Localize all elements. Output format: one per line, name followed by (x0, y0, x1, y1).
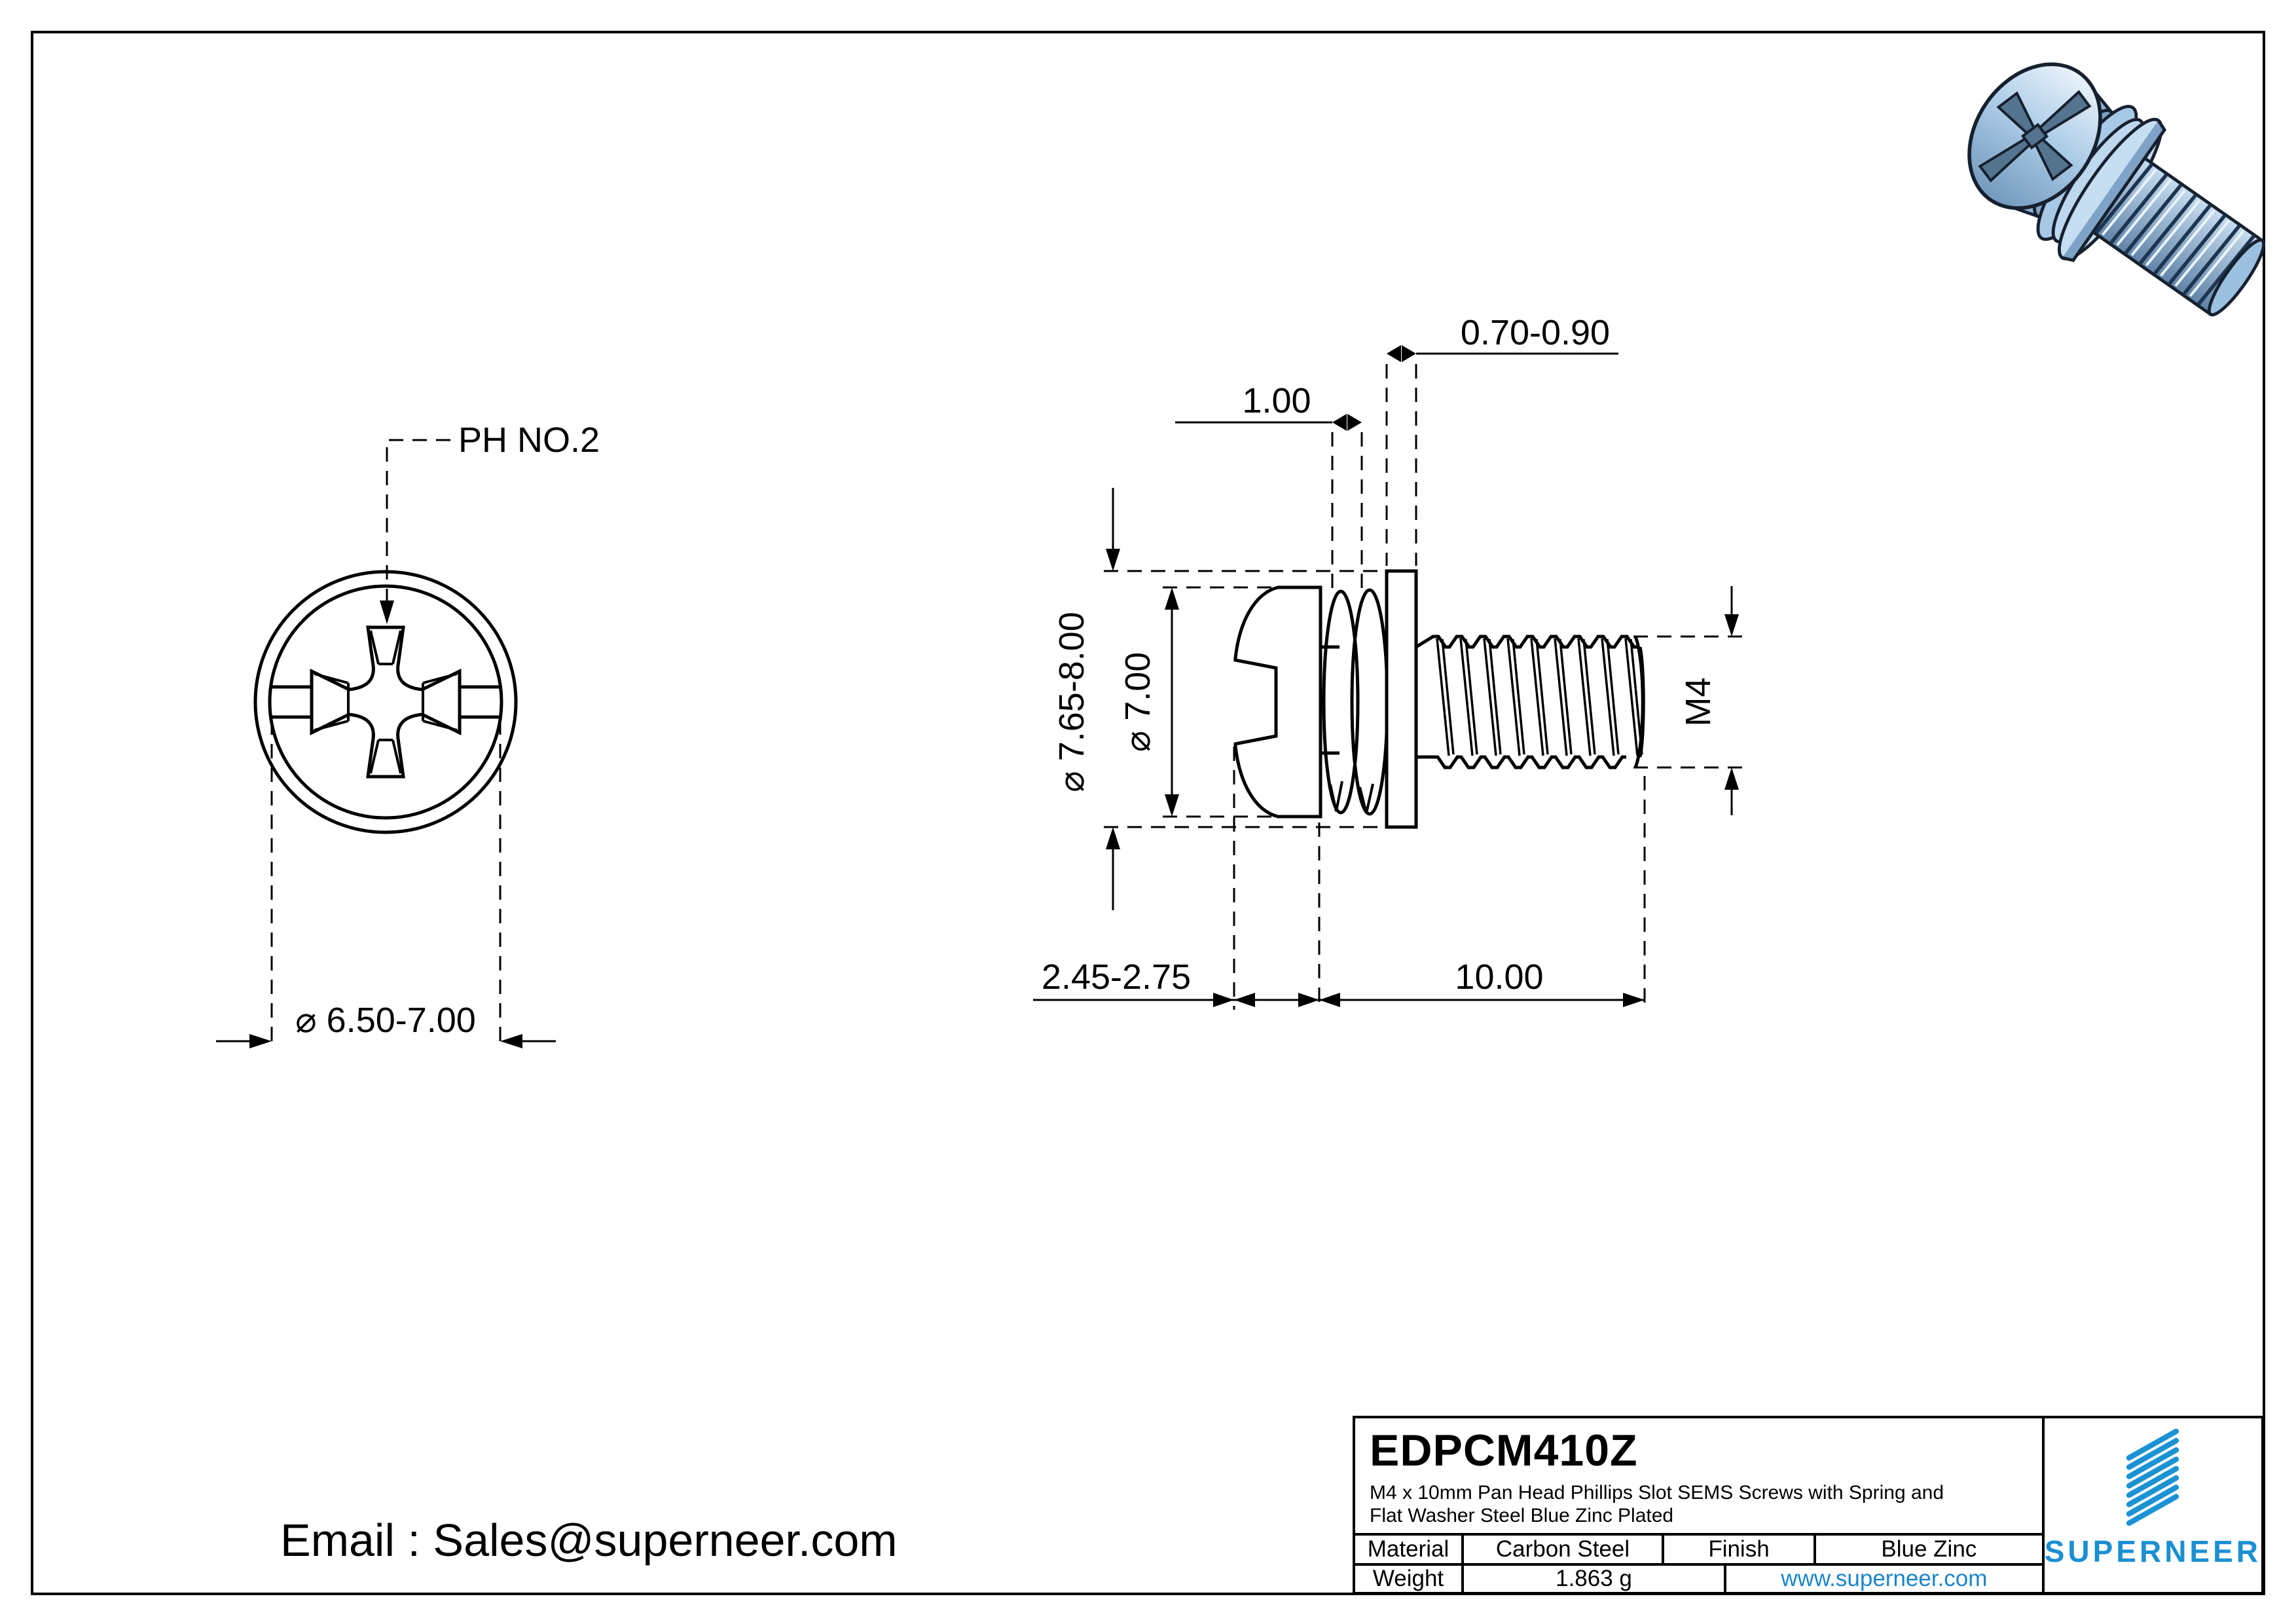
front-dim-arrow-right (500, 1034, 522, 1048)
page-border (31, 31, 2265, 1595)
front-dim-extensions (270, 720, 501, 1049)
side-view (1033, 345, 1749, 1010)
material-label: Material (1355, 1536, 1464, 1563)
slot-lines (272, 685, 500, 719)
dim-washer-od: ⌀ 7.65-8.00 (1052, 612, 1091, 792)
head-profile (1233, 585, 1322, 819)
website-cell: www.superneer.com (1726, 1566, 2042, 1592)
part-description-line1: M4 x 10mm Pan Head Phillips Slot SEMS Sc… (1370, 1482, 1944, 1504)
thread-ribs-3d (2094, 163, 2255, 306)
front-head-dim-label: ⌀ 6.50-7.00 (295, 1001, 476, 1040)
phillips-chamfer-lines (314, 630, 458, 774)
contact-email: Email : Sales@superneer.com (280, 1515, 898, 1566)
weight-label: Weight (1355, 1566, 1464, 1592)
material-value: Carbon Steel (1464, 1536, 1664, 1563)
part-description: M4 x 10mm Pan Head Phillips Slot SEMS Sc… (1370, 1481, 2042, 1527)
front-view (216, 439, 556, 1049)
finish-value: Blue Zinc (1881, 1536, 1977, 1562)
thread (1415, 635, 1645, 769)
front-drive-label: PH NO.2 (458, 420, 600, 460)
head-outline-circle (268, 584, 503, 820)
screw-3d-render (1967, 62, 2265, 317)
dim-head-od: ⌀ 7.00 (1118, 652, 1157, 752)
ph-leader (386, 439, 450, 602)
material-row: Material Carbon Steel Finish Blue Zinc (1355, 1533, 2042, 1563)
brand-logo-icon (2126, 1429, 2179, 1526)
washer-outline-circle (253, 570, 518, 834)
title-block-header: EDPCM410Z M4 x 10mm Pan Head Phillips Sl… (1355, 1418, 2042, 1533)
weight-value: 1.863 g (1464, 1566, 1726, 1592)
ph-leader-arrow (380, 600, 394, 624)
phillips-3d (1978, 90, 2092, 183)
dim-thread-size: M4 (1679, 677, 1718, 726)
website-link[interactable]: www.superneer.com (1781, 1566, 1988, 1591)
brand-name: SUPERNEER (2044, 1534, 2261, 1568)
weight-row: Weight 1.863 g www.superneer.com (1355, 1563, 2042, 1592)
flat-washer (1385, 569, 1418, 829)
part-description-line2: Flat Washer Steel Blue Zinc Plated (1370, 1505, 1674, 1526)
spring-washer (1322, 588, 1389, 816)
side-dim-extensions (1104, 364, 1749, 1010)
dim-length: 10.00 (1455, 957, 1543, 997)
finish-label: Finish (1664, 1536, 1816, 1563)
part-number: EDPCM410Z (1370, 1426, 1638, 1475)
title-block-info: EDPCM410Z M4 x 10mm Pan Head Phillips Sl… (1355, 1418, 2042, 1592)
dim-washer-thickness: 0.70-0.90 (1461, 313, 1610, 352)
brand-cell: SUPERNEER (2041, 1418, 2261, 1592)
title-block: EDPCM410Z M4 x 10mm Pan Head Phillips Sl… (1353, 1416, 2264, 1595)
dim-spring-width: 1.00 (1242, 381, 1311, 420)
dim-head-height: 2.45-2.75 (1042, 957, 1191, 997)
front-dim-arrow-left (249, 1034, 272, 1048)
thread-end (1633, 636, 1645, 768)
shank-hidden-edges (1321, 645, 1339, 755)
side-dim-arrows (1106, 345, 1739, 1007)
phillips-cross (310, 625, 462, 779)
